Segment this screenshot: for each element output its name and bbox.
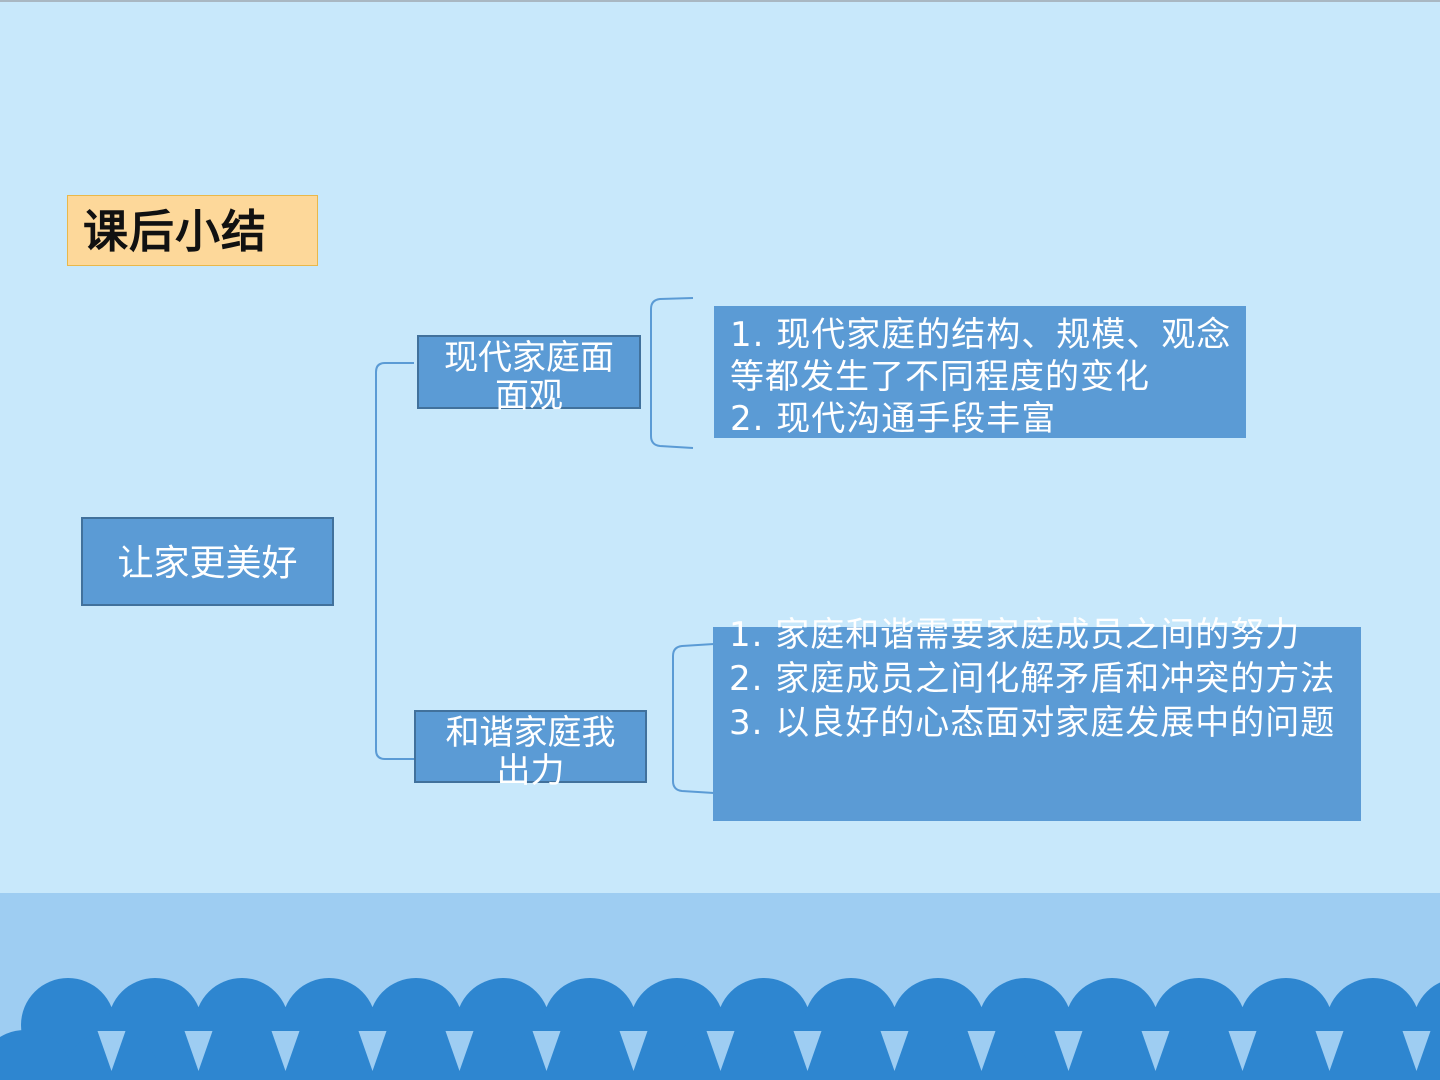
wave-notch	[1141, 1031, 1170, 1071]
branch-node-label-line: 面观	[495, 376, 563, 416]
top-border-line	[0, 0, 1440, 2]
detail-item: 2. 家庭成员之间化解矛盾和冲突的方法	[729, 659, 1336, 699]
branch-node-harmonious-family: 和谐家庭我 出力	[414, 710, 647, 790]
root-node: 让家更美好	[81, 517, 334, 606]
wave-notch	[445, 1031, 474, 1071]
wave-notch	[619, 1031, 648, 1071]
wave-notch	[358, 1031, 387, 1071]
detail-item: 3. 以良好的心态面对家庭发展中的问题	[729, 703, 1336, 743]
wave-notch	[184, 1031, 213, 1071]
detail-box-harmonious-family: 1. 家庭和谐需要家庭成员之间的努力 2. 家庭成员之间化解矛盾和冲突的方法 3…	[713, 615, 1361, 821]
detail-item: 1. 现代家庭的结构、规模、观念等都发生了不同程度的变化	[730, 315, 1232, 397]
wave-notch	[271, 1031, 300, 1071]
summary-title-box: 课后小结	[67, 195, 318, 266]
wave-scallop	[0, 1030, 73, 1080]
detail-item: 2. 现代沟通手段丰富	[730, 399, 1057, 439]
wave-notch	[532, 1031, 561, 1071]
branch-node-label-line: 现代家庭面	[444, 338, 614, 378]
wave-notch	[97, 1031, 126, 1071]
detail-item: 1. 家庭和谐需要家庭成员之间的努力	[729, 615, 1301, 655]
branch-node-label-line: 出力	[496, 751, 565, 791]
wave-notch	[880, 1031, 909, 1071]
wave-notch	[1402, 1031, 1431, 1071]
branch-bottom-bracket	[672, 643, 715, 794]
branch-top-bracket	[650, 297, 694, 449]
branch-node-modern-family: 现代家庭面 面观	[417, 335, 641, 415]
root-bracket	[375, 362, 414, 760]
wave-notch	[1315, 1031, 1344, 1071]
branch-node-label-line: 和谐家庭我	[445, 713, 616, 753]
wave-notch	[1054, 1031, 1083, 1071]
wave-notch	[793, 1031, 822, 1071]
wave-notch	[706, 1031, 735, 1071]
summary-title: 课后小结	[83, 205, 268, 258]
detail-box-modern-family: 1. 现代家庭的结构、规模、观念等都发生了不同程度的变化 2. 现代沟通手段丰富	[714, 306, 1246, 439]
wave-pattern	[0, 978, 1440, 1080]
root-node-label: 让家更美好	[117, 543, 298, 584]
wave-notch	[1228, 1031, 1257, 1071]
decorative-wave-band	[0, 893, 1440, 1080]
wave-notch	[967, 1031, 996, 1071]
